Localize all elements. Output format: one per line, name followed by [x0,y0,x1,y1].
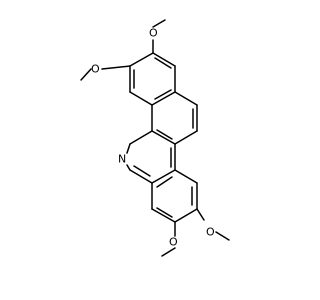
bond [151,91,176,106]
bond-double-inner [156,176,173,188]
bond [80,68,92,81]
bond-double-inner [154,89,172,100]
methoxy-oxygen-lower-right: O [206,226,215,239]
bond [151,208,176,223]
methoxy-oxygen-bottom: O [169,236,178,249]
methoxy-oxygen-upper-left: O [91,63,100,76]
bond [129,52,154,67]
bond-double-inner [156,207,173,218]
bonds [80,19,230,257]
bond [126,164,131,171]
nitrogen-atom: N [118,153,126,166]
bond [174,130,198,145]
bond-double-inner [133,165,151,177]
bond [174,91,198,106]
bond [152,19,166,28]
methoxy-oxygen-top: O [149,27,158,40]
bond [151,130,176,145]
bond [126,143,131,154]
bond [129,169,153,184]
bond [129,130,153,145]
bond [161,247,176,257]
molecule-drawing: N O O O O [80,19,230,257]
atom-labels: N O O O O [91,27,215,249]
bond-double-inner [156,129,173,140]
bond [215,231,230,241]
bond [152,52,176,67]
bond [151,169,176,184]
bond [101,65,131,70]
bond [196,208,205,221]
bond [129,91,153,106]
structure-canvas: N O O O O [80,19,230,257]
bond-double-inner [154,57,172,69]
bond [174,208,198,223]
bond [174,169,198,184]
